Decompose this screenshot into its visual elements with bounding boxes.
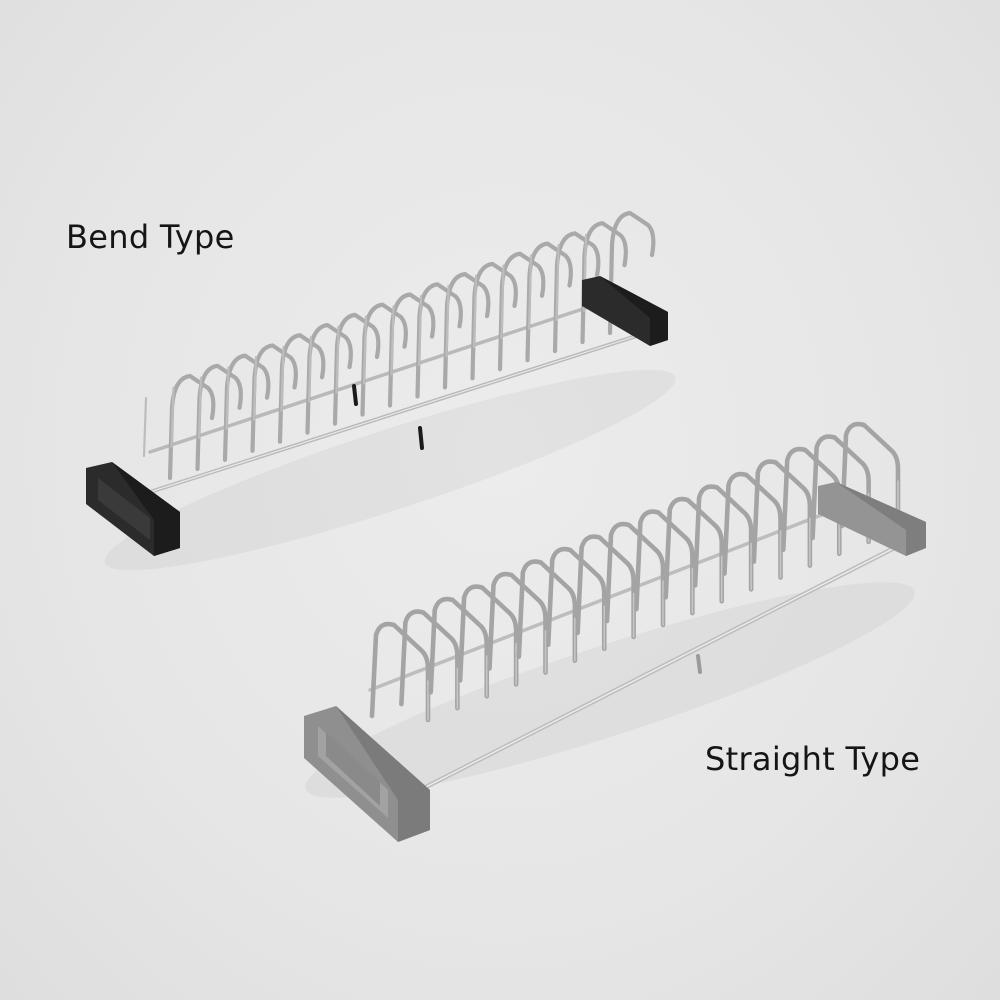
bend-front-rail-highlight [149, 329, 656, 493]
straight-rack-front-rail [417, 537, 913, 793]
straight-prong [487, 571, 548, 675]
straight-prong [399, 609, 460, 711]
bend-prong-back-leg [197, 376, 203, 439]
bend-prong [222, 353, 271, 462]
straight-prong [457, 584, 519, 687]
bend-prong-back-leg [527, 254, 533, 331]
straight-type-label: Straight Type [705, 740, 921, 778]
straight-prong [516, 559, 578, 663]
bend-type-label: Bend Type [66, 218, 235, 256]
bend-prong-back-leg [472, 274, 478, 349]
bend-prong [415, 282, 463, 399]
straight-prong [575, 534, 636, 640]
straight-front-rail-highlight [419, 539, 911, 791]
bend-type-rack [86, 210, 676, 571]
bend-rack-end-cap-left [86, 462, 180, 556]
straight-prong [369, 621, 431, 723]
straight-prong [634, 509, 695, 616]
bend-rack-prongs [142, 210, 656, 481]
bend-prong [442, 272, 491, 390]
bend-prong-back-leg [307, 335, 313, 403]
bend-prong-back-leg [500, 264, 505, 340]
straight-prong [545, 546, 607, 652]
bend-prong-back-leg [170, 386, 175, 449]
bend-prong [607, 210, 656, 336]
bend-prong-back-leg [417, 295, 423, 367]
straight-rack-feet [696, 654, 702, 674]
bend-rack-feet [352, 384, 424, 450]
bend-prong [195, 363, 243, 472]
bend-prong [387, 292, 436, 408]
bend-prong-back-leg [362, 315, 368, 385]
bend-prong-back-leg [555, 244, 560, 322]
straight-prong [751, 459, 813, 568]
bend-prong [167, 373, 216, 481]
straight-prong [692, 484, 754, 592]
bend-prong [360, 302, 408, 417]
bend-prong-back-leg [252, 356, 258, 421]
bend-prong [332, 312, 381, 426]
straight-prong [428, 596, 490, 699]
bend-prong-back-leg [225, 366, 230, 430]
bend-prong-back-leg [280, 345, 285, 412]
straight-type-rack [304, 421, 926, 842]
straight-prong [663, 496, 725, 604]
bend-rack-end-cap-right [582, 276, 668, 346]
bend-prong-back-leg [335, 325, 340, 394]
straight-prong [839, 421, 901, 533]
bend-prong-back-leg [445, 284, 450, 358]
straight-rack-end-cap-right [818, 482, 926, 556]
straight-rack-prongs [369, 421, 901, 723]
bend-prong-back-leg [390, 305, 395, 376]
bend-prong-back-leg [142, 396, 148, 458]
straight-rack-shadow [305, 582, 915, 798]
bend-rack-front-rail [148, 328, 657, 494]
straight-prong [722, 471, 783, 580]
bend-prong [250, 343, 298, 453]
bend-rack-shadow [104, 369, 676, 571]
straight-prong [810, 434, 871, 545]
straight-prong [604, 521, 666, 628]
bend-prong [305, 322, 353, 435]
bend-prong [277, 333, 326, 444]
straight-rack-end-cap-left [304, 706, 430, 842]
